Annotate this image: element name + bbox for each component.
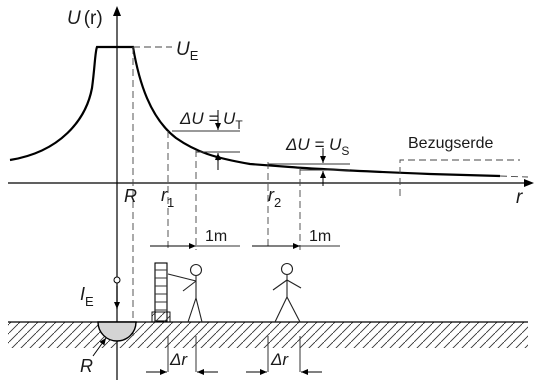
r1-label: r1 — [161, 185, 174, 210]
bezugserde-bracket — [399, 159, 520, 196]
dr2-label: Δr — [270, 350, 289, 369]
potential-curve — [9, 45, 501, 178]
person-touching-icon — [167, 263, 203, 323]
current-terminal — [113, 276, 121, 284]
potential-curve-tail — [499, 175, 529, 178]
person-stepping-icon — [272, 262, 302, 323]
earth-electrode — [97, 321, 137, 342]
dr1-label: Δr — [169, 350, 188, 369]
equipment-enclosure — [151, 262, 171, 323]
x-axis-arrow — [524, 179, 534, 187]
current-label: IE — [80, 284, 94, 309]
x-axis-label: r — [516, 187, 523, 208]
r-ground-label: R — [80, 356, 93, 376]
touch-voltage-label: ΔU = UT — [179, 109, 243, 132]
r-axis-label: R — [124, 186, 137, 206]
y-axis-arrow — [113, 6, 121, 16]
ue-label: UE — [176, 39, 199, 63]
bezugserde-label: Bezugserde — [408, 135, 493, 152]
step2-label: 1m — [309, 228, 331, 245]
step1-label: 1m — [205, 228, 227, 245]
r2-label: r2 — [268, 185, 281, 210]
r-ground-leader — [92, 337, 107, 357]
step-voltage-label: ΔU = US — [285, 135, 349, 158]
y-axis-label: U(r) — [67, 8, 103, 29]
touch-voltage-point — [215, 155, 221, 161]
